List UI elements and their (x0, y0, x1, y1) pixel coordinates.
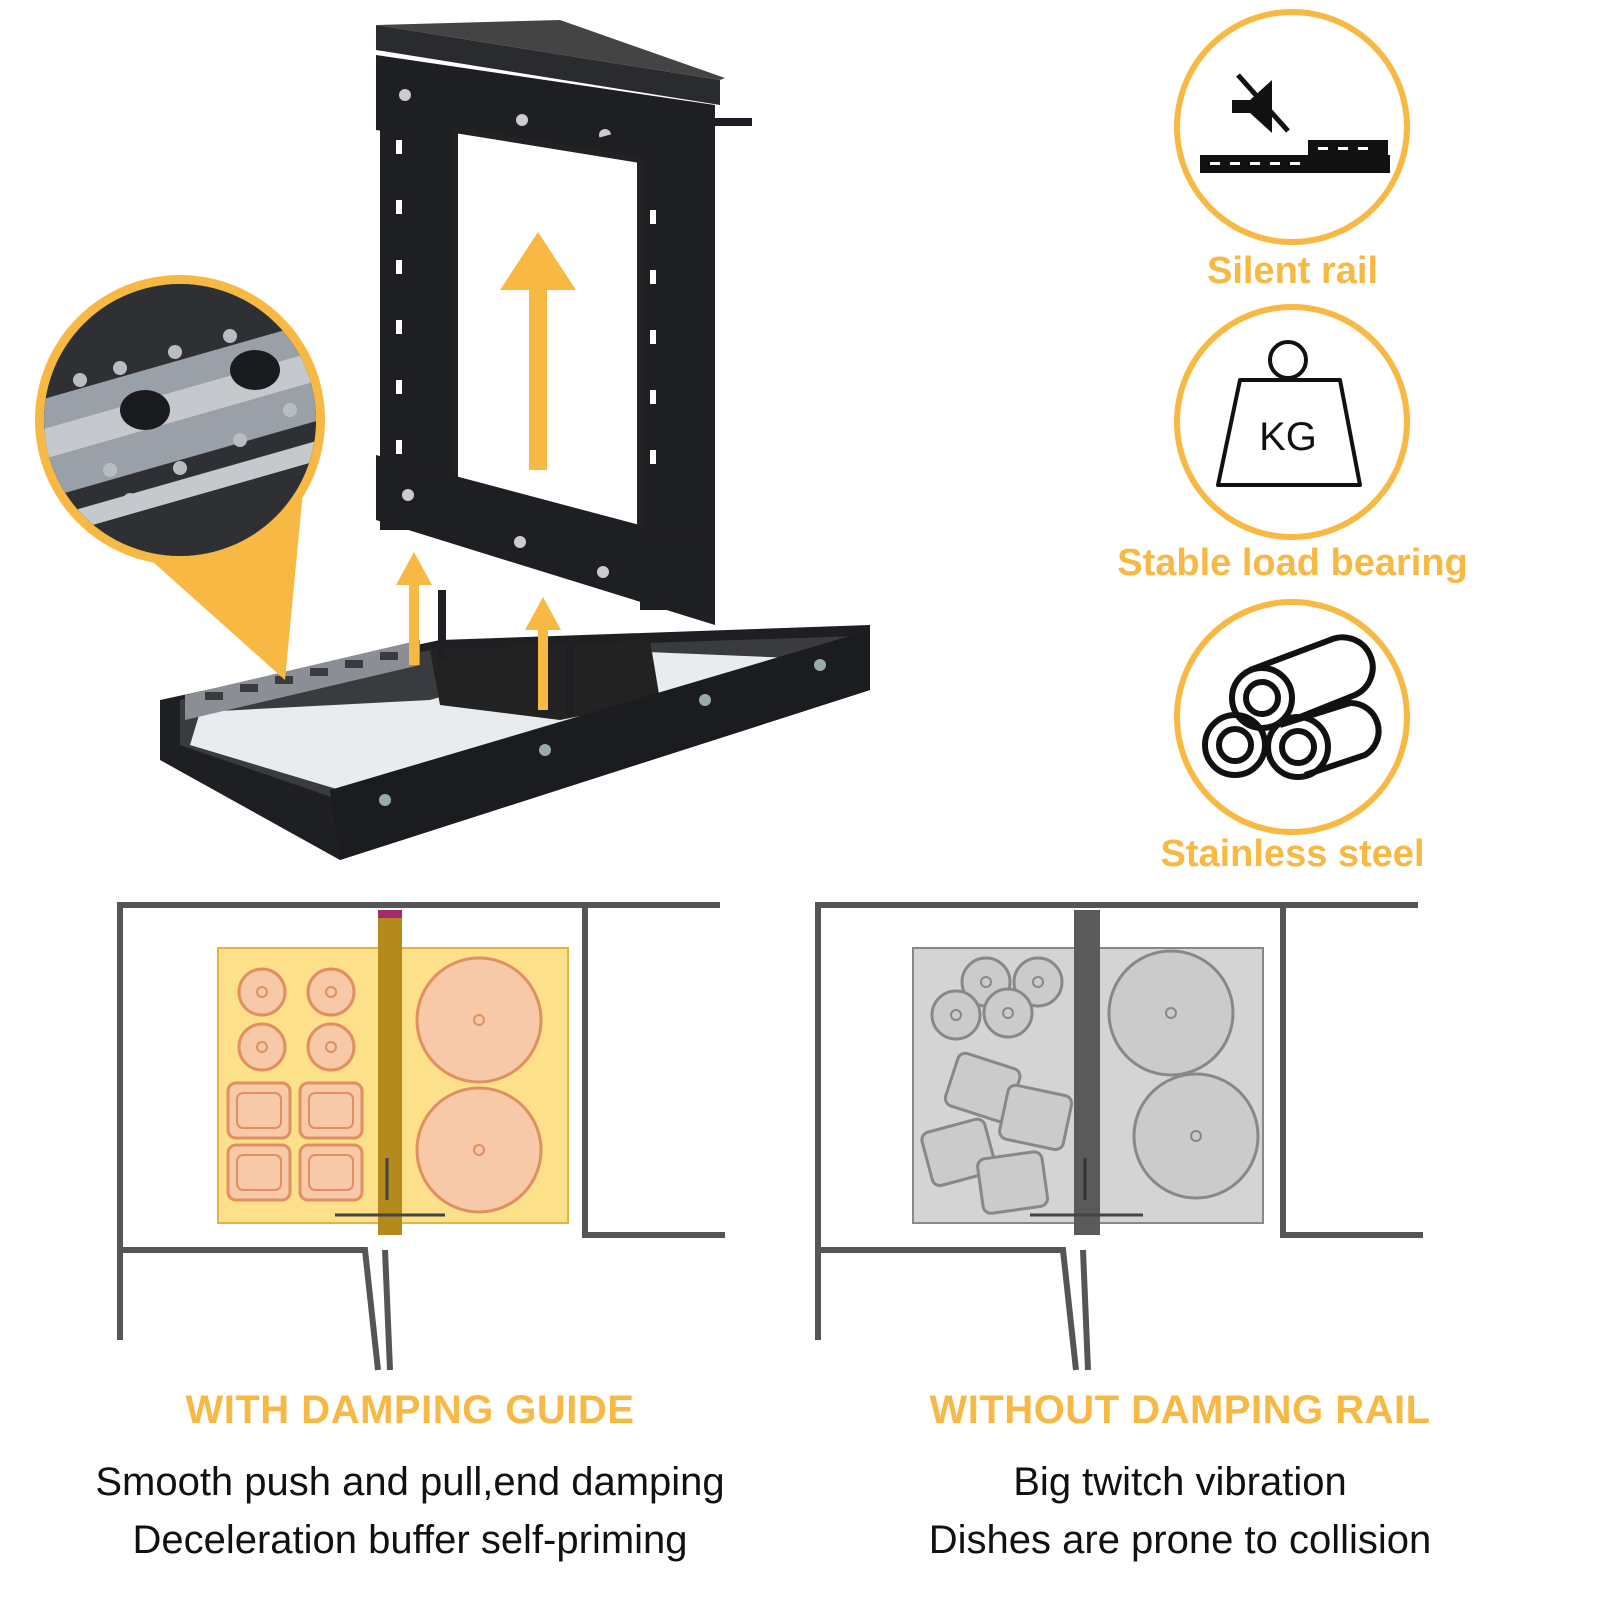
with-damping-line-2: Deceleration buffer self-priming (132, 1518, 688, 1562)
without-damping-line-2: Dishes are prone to collision (928, 1518, 1432, 1562)
product-image (35, 20, 870, 860)
feature-silent-rail: Silent rail (1170, 5, 1415, 305)
small-up-arrow-icon (396, 552, 561, 710)
kg-text: KG (1259, 415, 1317, 459)
feature-label-load-bearing: Stable load bearing (1117, 542, 1468, 584)
without-damping-heading: WITHOUT DAMPING RAIL (929, 1388, 1431, 1432)
with-damping-diagram (117, 902, 725, 1371)
kg-weight-icon: KG (1174, 304, 1410, 540)
feature-label-stainless-steel: Stainless steel (1160, 833, 1425, 875)
with-damping-line-1: Smooth push and pull,end damping (95, 1460, 725, 1504)
without-damping-line-1: Big twitch vibration (1013, 1460, 1347, 1504)
feature-load-bearing: KG Stable load bearing (1100, 300, 1485, 590)
rail-zoom-callout (35, 275, 325, 680)
feature-label-silent-rail: Silent rail (1206, 250, 1379, 292)
base-tray (160, 590, 870, 860)
lift-frame (376, 20, 752, 625)
with-damping-heading: WITH DAMPING GUIDE (185, 1388, 635, 1432)
muted-speaker-icon (1174, 9, 1410, 245)
up-arrow-icon (500, 232, 576, 470)
steel-pipes-icon (1174, 599, 1410, 835)
feature-stainless-steel: Stainless steel (1140, 595, 1445, 890)
without-damping-diagram (815, 902, 1423, 1371)
